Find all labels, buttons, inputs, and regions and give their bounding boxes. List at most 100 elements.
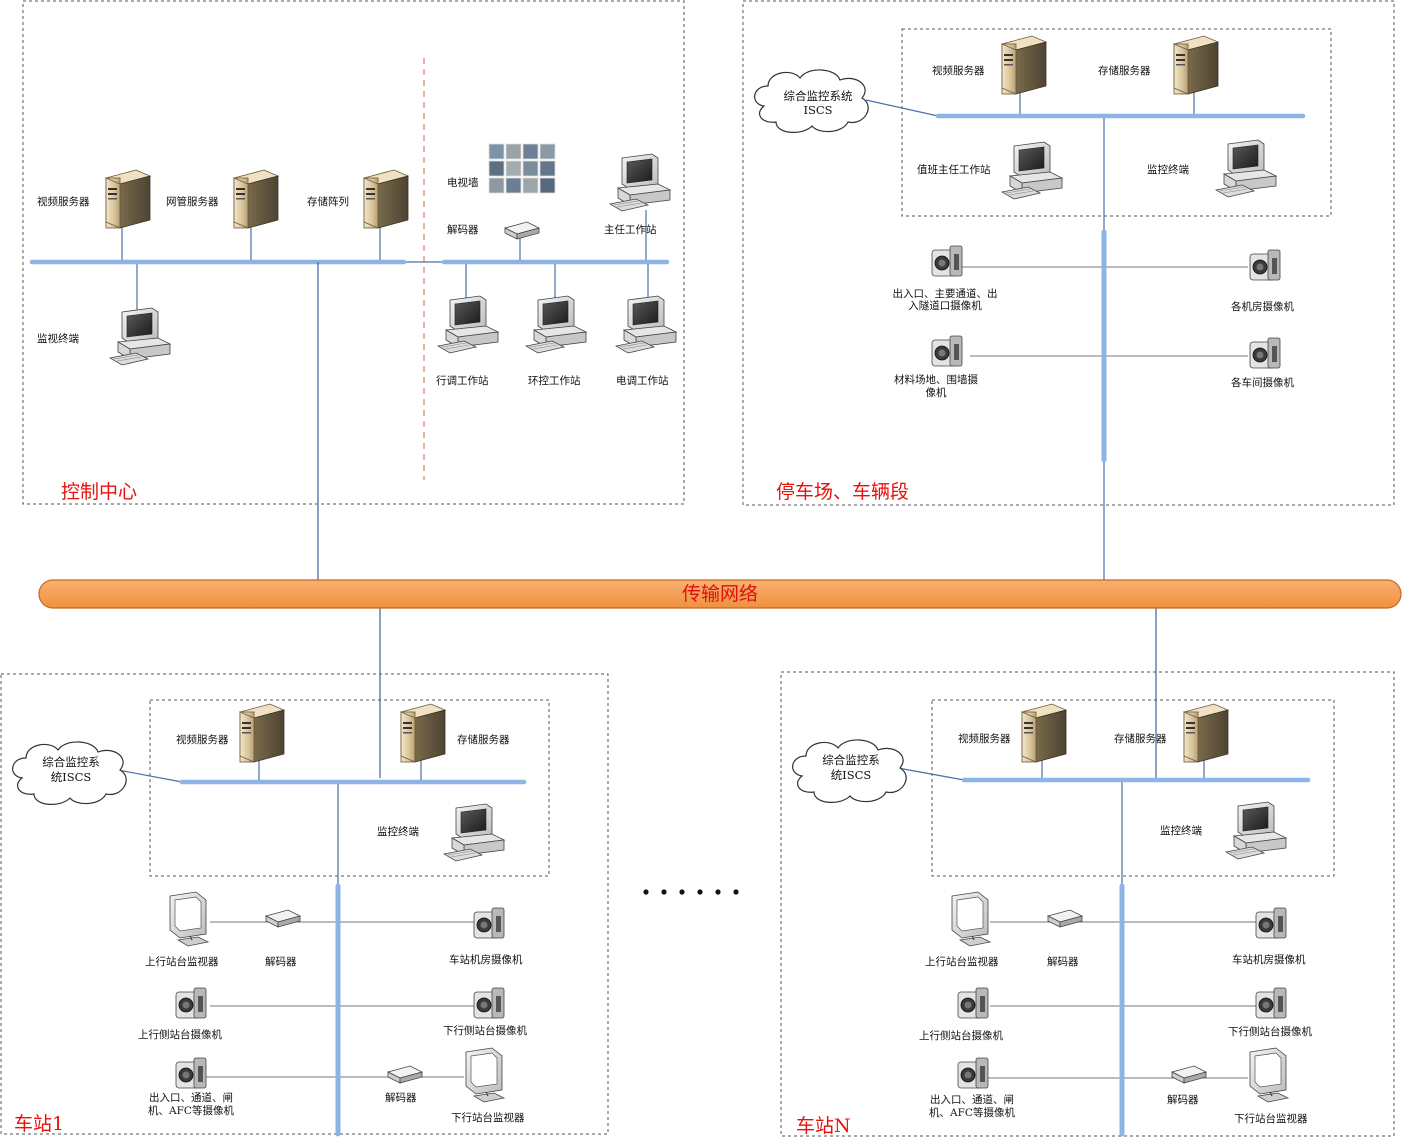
camera-label: 出入口、主要通道、出 [893,287,998,300]
server-icon [1183,703,1229,763]
tv-wall-screen [522,177,539,194]
stationN-links [897,758,1205,886]
camera-icon [931,335,963,367]
station1-links [117,758,422,886]
decoder-label: 解码器 [385,1091,417,1104]
decoder-icon [504,221,540,240]
decoder-label: 解码器 [1047,955,1079,968]
tv-wall-screen [505,143,522,160]
down-camera-label: 下行侧站台摄像机 [443,1024,527,1037]
power-ws-label: 电调工作站 [616,374,669,387]
env-ws-label: 环控工作站 [528,374,581,387]
storage-array-label: 存储阵列 [307,195,349,208]
camera-label: 材料场地、围墙摄 [894,373,978,386]
video-server-label: 视频服务器 [958,732,1011,745]
up-monitor-label: 上行站台监视器 [145,955,219,968]
workstation-icon [525,295,587,354]
tv-wall-label: 电视墙 [447,176,479,189]
tv-wall-screen [488,143,505,160]
iscs-label: ISCS [803,103,832,117]
stationN-server-frame [931,699,1335,877]
tv-wall-screen [488,160,505,177]
up-camera-label: 上行侧站台摄像机 [919,1029,1003,1042]
dispatch-ws-label: 行调工作站 [436,374,489,387]
monitor-icon [951,891,991,947]
server-icon [400,703,446,763]
workstation-icon [1225,801,1287,860]
storage-server-label: 存储服务器 [457,733,510,746]
camera-label: 各机房摄像机 [1231,300,1294,313]
director-ws-label: 主任工作站 [604,223,657,236]
decoder-icon [265,909,301,928]
iscs-label: 统ISCS [831,768,872,782]
camera-label: 各车间摄像机 [1231,376,1294,389]
monitor-terminal-label: 监视终端 [37,332,79,345]
tv-wall-screen [539,177,556,194]
iscs-label: 综合监控系统 [784,89,853,103]
entry-camera-label: 出入口、通道、闸 [930,1093,1014,1106]
camera-icon [473,907,505,939]
nms-server-label: 网管服务器 [166,195,219,208]
control-center-links [121,210,649,310]
depot-links [865,92,1195,580]
depot-frame [742,0,1395,506]
tv-wall-screen [539,160,556,177]
decoder-label: 解码器 [447,223,479,236]
camera-icon [1249,337,1281,369]
up-camera-label: 上行侧站台摄像机 [138,1028,222,1041]
up-monitor-label: 上行站台监视器 [925,955,999,968]
storage-server-label: 存储服务器 [1098,64,1151,77]
camera-label: 像机 [926,386,947,399]
workstation-icon [1001,141,1063,200]
iscs-label: 综合监控系 [822,753,880,767]
tv-wall-screen [505,160,522,177]
workstation-icon [443,803,505,862]
station1-server-frame [149,699,550,877]
station1-frame [0,673,609,1135]
storage-array-icon [363,169,409,229]
ellipsis-dots [643,889,739,895]
tv-wall-screen [505,177,522,194]
decoder-icon [1171,1065,1207,1084]
entry-camera-label: 机、AFC等摄像机 [148,1104,234,1117]
workstation-icon [109,307,171,366]
camera-icon [957,1057,989,1089]
tv-wall-screen [539,143,556,160]
transmission-network [38,579,1402,609]
camera-icon [473,987,505,1019]
video-server-label: 视频服务器 [176,733,229,746]
room-camera-label: 车站机房摄像机 [449,953,523,966]
server-icon [233,169,279,229]
iscs-label: 综合监控系 [42,755,100,769]
camera-icon [175,1057,207,1089]
monitor-terminal-label: 监控终端 [1147,163,1189,176]
duty-ws-label: 值班主任工作站 [917,163,991,176]
decoder-label: 解码器 [265,955,297,968]
stationN-title: 车站N [796,1115,851,1137]
camera-icon [1255,907,1287,939]
camera-icon [957,987,989,1019]
monitor-icon [465,1047,505,1103]
monitor-terminal-label: 监控终端 [377,825,419,838]
decoder-icon [1047,909,1083,928]
video-server-label: 视频服务器 [932,64,985,77]
server-icon [105,169,151,229]
monitor-terminal-label: 监控终端 [1160,824,1202,837]
camera-icon [1249,249,1281,281]
camera-icon [1255,987,1287,1019]
entry-camera-label: 机、AFC等摄像机 [929,1106,1015,1119]
entry-camera-label: 出入口、通道、闸 [149,1091,233,1104]
control-center-frame [22,0,685,505]
monitor-icon [169,891,209,947]
workstation-icon [615,295,677,354]
workstation-icon [609,153,671,212]
down-camera-label: 下行侧站台摄像机 [1228,1025,1312,1038]
tv-wall-screen [522,143,539,160]
storage-server-label: 存储服务器 [1114,732,1167,745]
server-icon [1001,35,1047,95]
workstation-icon [1215,139,1277,198]
room-camera-label: 车站机房摄像机 [1232,953,1306,966]
tv-wall-screen [522,160,539,177]
